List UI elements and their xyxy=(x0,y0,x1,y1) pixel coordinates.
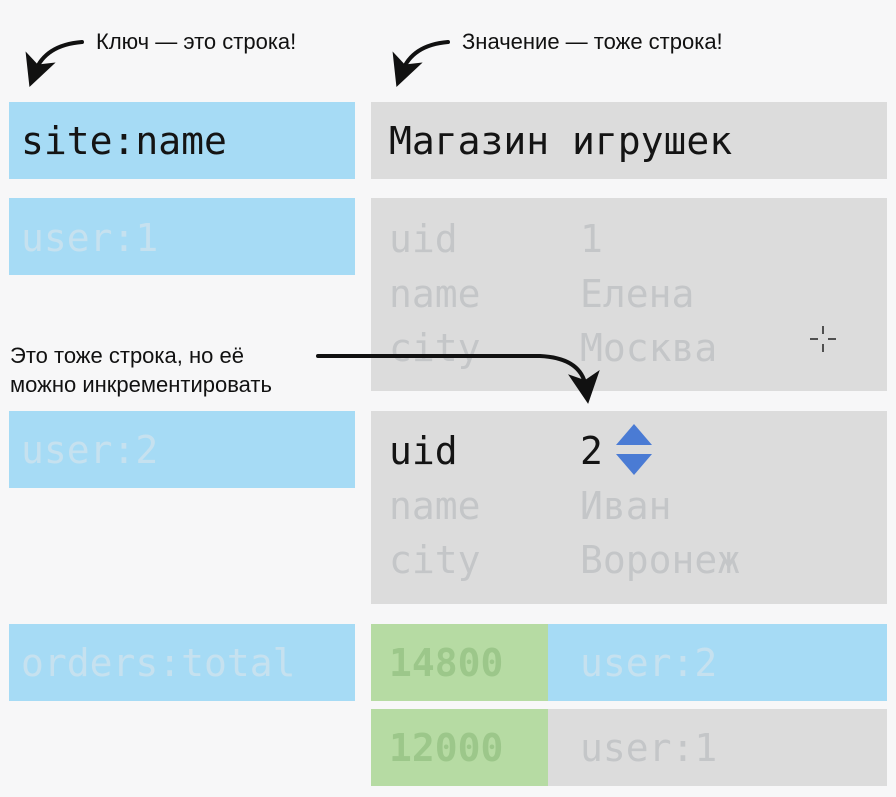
hash-field-name: name xyxy=(389,484,481,528)
key-box-user-2 xyxy=(9,411,355,488)
hash-field-city: city xyxy=(389,538,481,582)
zset-member-box xyxy=(548,624,887,701)
zset-score: 12000 xyxy=(389,726,504,770)
hash-box-user-1 xyxy=(371,198,887,391)
curved-arrow-icon xyxy=(392,40,450,88)
zset-member-box xyxy=(548,709,887,786)
key-annotation: Ключ — это строка! xyxy=(96,29,297,54)
hash-value-uid: 2 xyxy=(580,429,603,473)
hash-field-uid: uid xyxy=(389,217,458,261)
hash-value-city: Воронеж xyxy=(580,538,741,582)
zset-score-box xyxy=(371,709,548,786)
hash-value-uid: 1 xyxy=(580,217,603,261)
value-box-site-name xyxy=(371,102,887,179)
hash-field-uid: uid xyxy=(389,429,458,473)
curved-arrow-icon xyxy=(316,354,600,404)
increment-annotation-line2: можно инкрементировать xyxy=(10,372,272,397)
key-label-site-name: site:name xyxy=(21,119,227,163)
increment-icon xyxy=(616,424,652,475)
curved-arrow-icon xyxy=(25,40,84,88)
hash-value-name: Иван xyxy=(580,484,672,528)
key-label-user-2: user:2 xyxy=(21,428,159,472)
hash-value-city: Москва xyxy=(580,326,718,370)
hash-value-name: Елена xyxy=(580,272,695,316)
zset-score: 14800 xyxy=(389,641,504,685)
zset-score-box xyxy=(371,624,548,701)
value-label-site-name: Магазин игрушек xyxy=(389,119,733,163)
zset-member: user:1 xyxy=(580,726,718,770)
key-label-user-1: user:1 xyxy=(21,216,159,260)
hash-field-city: city xyxy=(389,326,481,370)
key-box-site-name xyxy=(9,102,355,179)
increment-annotation-line1: Это тоже строка, но её xyxy=(10,343,244,368)
value-annotation: Значение — тоже строка! xyxy=(462,29,723,54)
zset-member: user:2 xyxy=(580,641,718,685)
crosshair-cursor-icon xyxy=(810,326,836,352)
key-box-user-1 xyxy=(9,198,355,275)
hash-field-name: name xyxy=(389,272,481,316)
key-label-orders-total: orders:total xyxy=(21,641,296,685)
key-box-orders-total xyxy=(9,624,355,701)
